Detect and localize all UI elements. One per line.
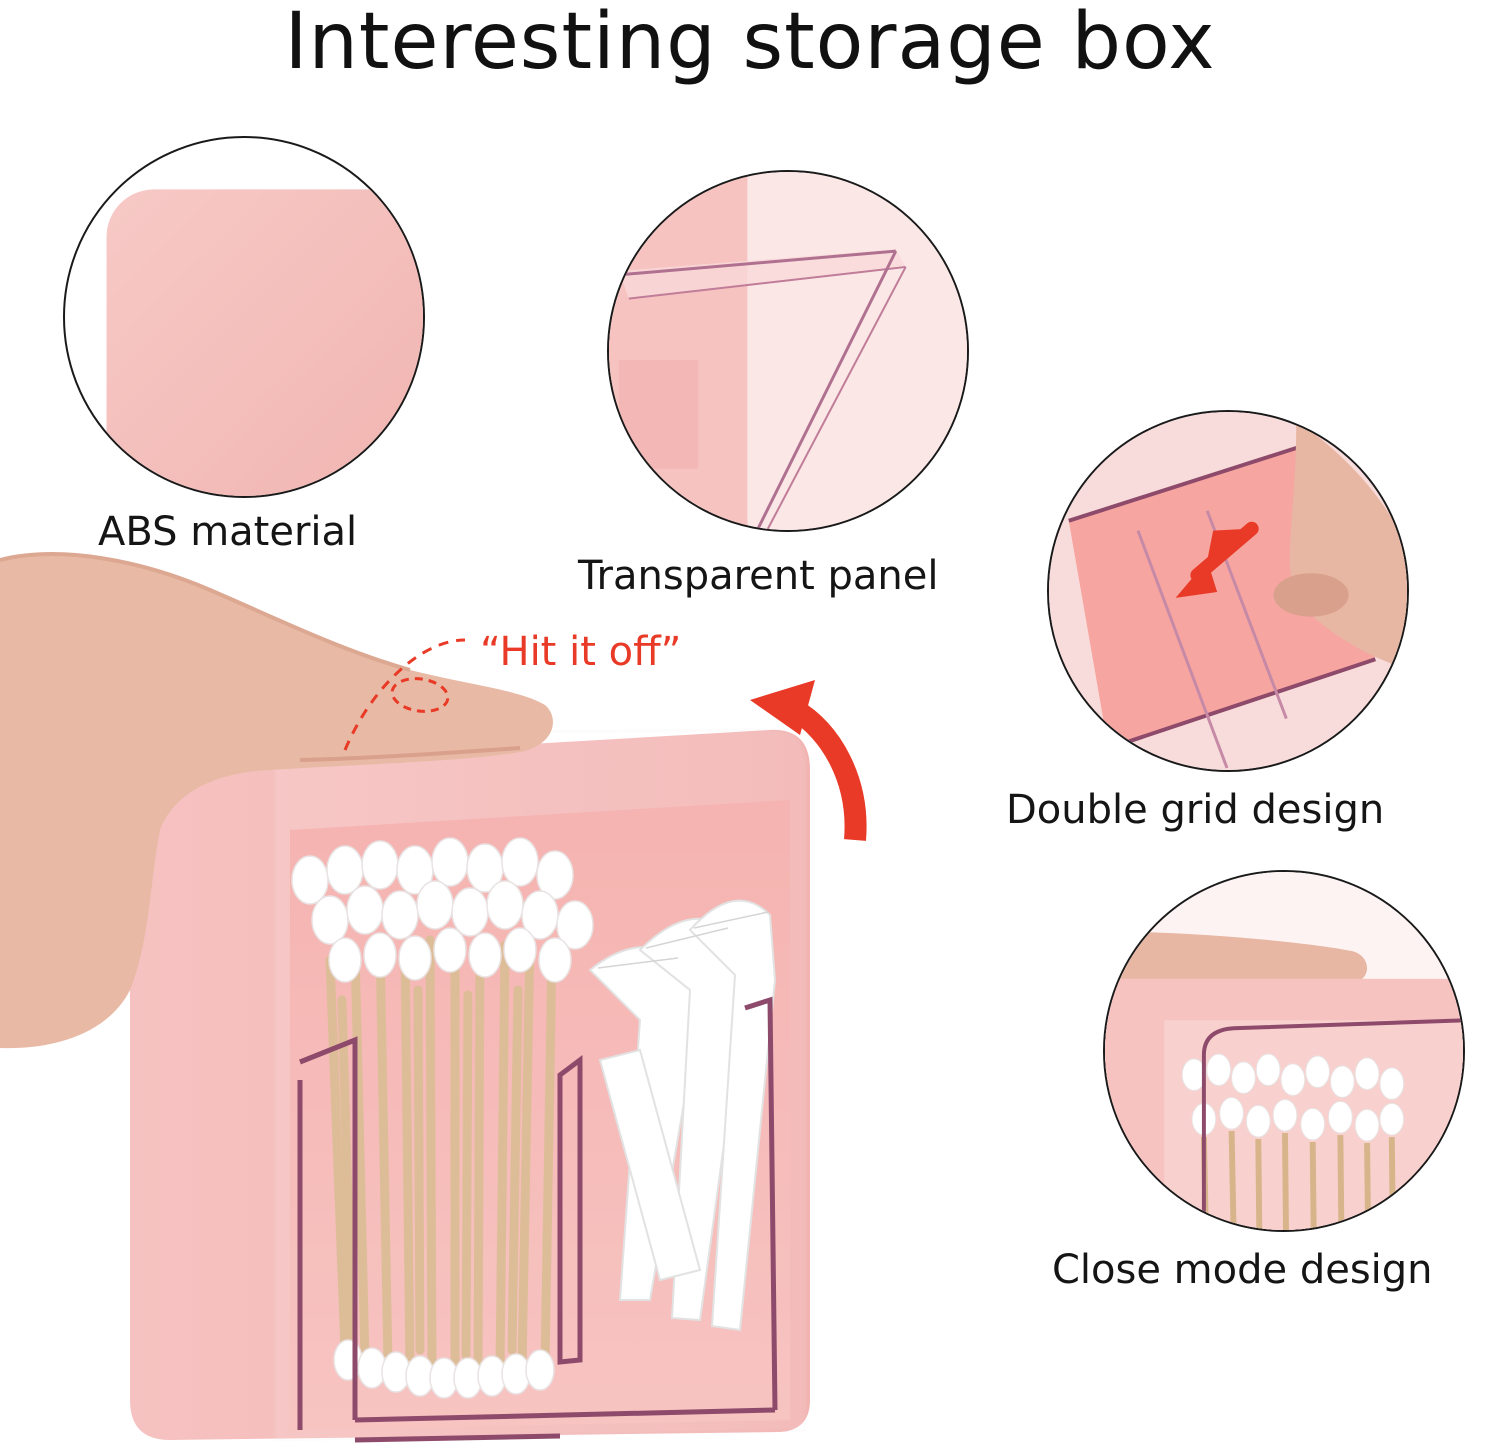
abs-material-circle (63, 136, 425, 498)
close-mode-image (1105, 872, 1463, 1230)
feature-label-close-mode: Close mode design (1052, 1247, 1433, 1293)
floss-picks (588, 899, 777, 1332)
feature-label-transparent: Transparent panel (578, 553, 939, 599)
double-grid-circle (1047, 410, 1409, 772)
transparent-panel-circle (607, 170, 969, 532)
cotton-swabs (325, 933, 557, 1377)
hit-dashed-path (343, 638, 466, 751)
transparent-panel-image (609, 172, 967, 530)
double-grid-image (1049, 412, 1407, 770)
grid-frame (297, 996, 778, 1443)
curved-red-arrow (789, 700, 867, 841)
abs-material-swatch-image (106, 189, 423, 496)
hand-image (0, 554, 553, 1049)
feature-label-abs: ABS material (98, 509, 358, 555)
close-mode-circle (1103, 870, 1465, 1232)
hit-it-off-label: “Hit it off” (480, 629, 682, 675)
page-title: Interesting storage box (284, 0, 1216, 87)
hit-dashed-target (390, 677, 450, 713)
feature-label-double-grid: Double grid design (1006, 787, 1385, 833)
